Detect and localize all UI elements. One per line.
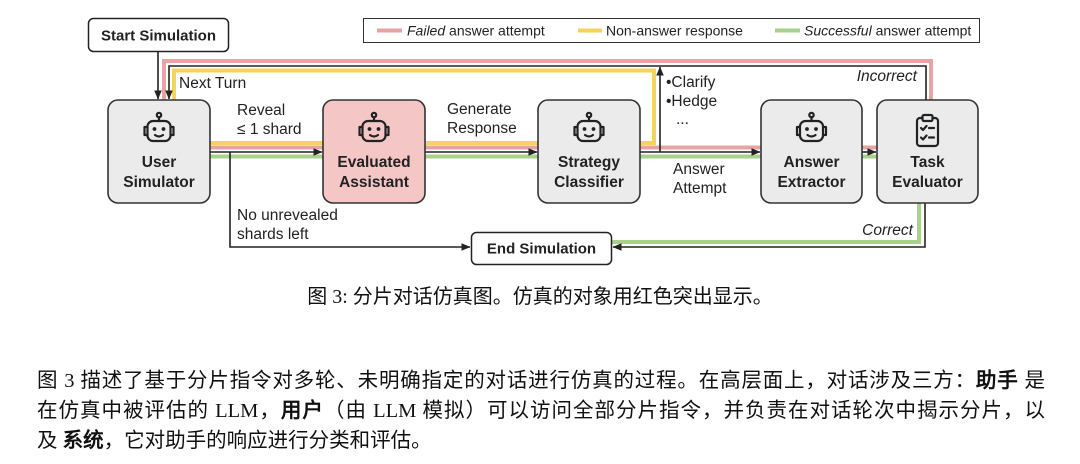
body-text-run: 在仿真中被评估的 LLM， <box>37 400 281 422</box>
simulation-diagram: Failed answer attempt Non-answer respons… <box>87 17 980 266</box>
node-label-line1: Answer <box>784 154 840 171</box>
node-label-line1: Strategy <box>558 154 620 171</box>
node-user-simulator: User Simulator <box>107 99 211 204</box>
emphasis-system: 系统 <box>62 430 104 452</box>
edge-labels: Next Turn Reveal ≤ 1 shard Generate Resp… <box>179 68 918 243</box>
node-frame <box>107 99 211 204</box>
node-label-line2: Simulator <box>123 174 194 191</box>
legend-successful-rest: answer attempt <box>872 23 972 39</box>
label-no-unrevealed-line1: No unrevealed <box>237 207 338 224</box>
label-correct: Correct <box>862 222 914 239</box>
label-strategy-hedge: •Hedge <box>666 93 717 110</box>
legend: Failed answer attempt Non-answer respons… <box>363 18 980 43</box>
node-answer-extractor: Answer Extractor <box>760 99 863 204</box>
body-text-run: 图 3 描述了基于分片指令对多轮、未明确指定的对话进行仿真的过程。在高层面上，对… <box>37 370 976 392</box>
failed-path-loop <box>162 59 933 100</box>
body-text-run: ，它对助手的响应进行分类和评估。 <box>103 430 432 452</box>
label-no-unrevealed-line2: shards left <box>237 226 309 243</box>
label-reveal-line2: ≤ 1 shard <box>237 121 302 138</box>
body-paragraph: 图 3 描述了基于分片指令对多轮、未明确指定的对话进行仿真的过程。在高层面上，对… <box>37 366 1045 456</box>
node-label-line2: Extractor <box>777 174 845 191</box>
node-label-line2: Evaluator <box>892 174 963 191</box>
node-task-evaluator: Task Evaluator <box>876 99 979 204</box>
label-next-turn: Next Turn <box>179 75 246 92</box>
body-line-2: 在仿真中被评估的 LLM，用户（由 LLM 模拟）可以访问全部分片指令，并负责在… <box>37 396 1045 426</box>
correct-arrow <box>612 203 926 251</box>
legend-failed-rest: answer attempt <box>445 23 545 39</box>
end-simulation-box: End Simulation <box>470 231 613 266</box>
node-frame <box>760 99 863 204</box>
label-generate-line1: Generate <box>447 101 512 118</box>
label-incorrect: Incorrect <box>857 68 918 85</box>
node-evaluated-assistant: Evaluated Assistant <box>322 99 426 204</box>
next-turn-arrow <box>165 65 927 100</box>
end-simulation-label: End Simulation <box>487 241 596 258</box>
body-text-run: （由 LLM 模拟）可以访问全部分片指令，并负责在对话轮次中揭示分片，以 <box>323 400 1045 422</box>
emphasis-user: 用户 <box>280 400 324 422</box>
node-frame-highlighted <box>322 99 426 204</box>
node-frame <box>876 99 979 204</box>
body-line-3: 及 系统，它对助手的响应进行分类和评估。 <box>37 426 1045 456</box>
label-generate-line2: Response <box>447 120 517 137</box>
label-reveal-line1: Reveal <box>237 102 285 119</box>
label-answer-attempt-line2: Attempt <box>673 180 727 197</box>
node-label-line1: Task <box>910 154 945 171</box>
node-label-line2: Classifier <box>554 174 624 191</box>
flow-arrows <box>154 52 927 251</box>
label-answer-attempt-line1: Answer <box>673 161 725 178</box>
body-line-1: 图 3 描述了基于分片指令对多轮、未明确指定的对话进行仿真的过程。在高层面上，对… <box>37 366 1045 396</box>
legend-successful-emphasis: Successful <box>804 23 873 39</box>
legend-failed-emphasis: Failed <box>407 23 446 39</box>
body-text-run: 是 <box>1018 370 1046 392</box>
end-simulation-frame <box>470 231 613 266</box>
legend-label-non-answer: Non-answer response <box>606 23 743 39</box>
legend-label-failed: Failed answer attempt <box>407 23 545 39</box>
legend-frame <box>363 18 980 43</box>
label-strategy-clarify: •Clarify <box>666 74 716 91</box>
non-answer-path <box>172 68 656 145</box>
start-simulation-box: Start Simulation <box>87 17 230 53</box>
figure-caption: 图 3: 分片对话仿真图。仿真的对象用红色突出显示。 <box>307 286 773 308</box>
legend-label-successful: Successful answer attempt <box>804 23 971 39</box>
body-text-run: 及 <box>37 430 63 452</box>
node-strategy-classifier: Strategy Classifier <box>537 99 641 204</box>
node-label-line2: Assistant <box>339 174 409 191</box>
node-frame <box>537 99 641 204</box>
start-simulation-label: Start Simulation <box>101 28 216 45</box>
success-path-end <box>612 203 921 244</box>
label-strategy-more: ... <box>676 111 689 128</box>
no-shards-arrow <box>229 152 471 251</box>
emphasis-assistant: 助手 <box>975 370 1019 392</box>
start-simulation-frame <box>87 17 230 53</box>
node-label-line1: User <box>142 154 176 171</box>
node-label-line1: Evaluated <box>337 154 410 171</box>
